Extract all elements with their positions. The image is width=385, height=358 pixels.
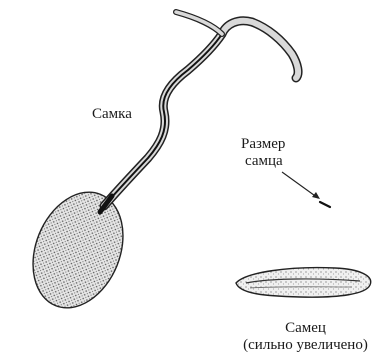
male-label: Самец (сильно увеличено) — [226, 320, 385, 355]
female-label: Самка — [92, 106, 132, 123]
male-label-line1: Самец — [226, 320, 385, 337]
male-worm — [236, 268, 371, 298]
male-body — [236, 268, 371, 298]
male-size-label: Размер самца — [241, 136, 285, 171]
arrowhead-icon — [312, 192, 320, 199]
size-arrow — [282, 172, 318, 198]
male-size-label-line2: самца — [241, 153, 285, 170]
tiny-male-worm — [320, 202, 330, 207]
male-label-line2: (сильно увеличено) — [226, 337, 385, 354]
male-size-pointer — [282, 172, 330, 207]
female-body — [17, 179, 140, 322]
male-size-label-line1: Размер — [241, 136, 285, 153]
